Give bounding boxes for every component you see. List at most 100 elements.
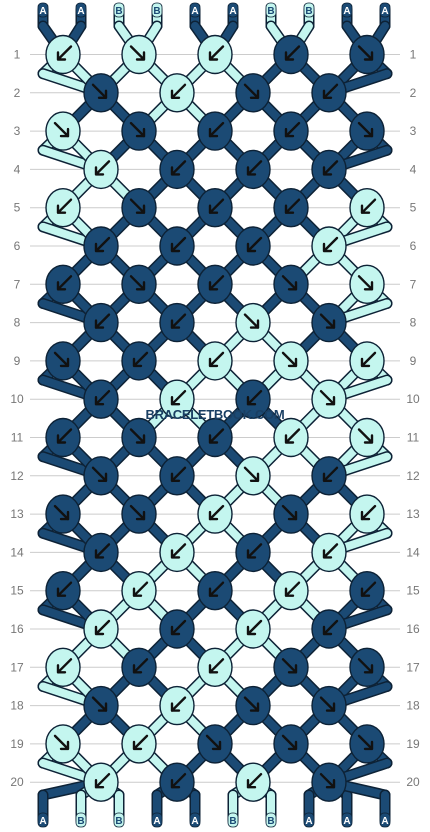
knot [83,532,119,573]
knot-arrow-icon [243,466,260,482]
knot-arrow-icon [357,658,374,674]
row-number-left: 19 [10,737,24,751]
strand-end-cap [75,2,87,18]
strand-end-cap [379,2,391,18]
knot-arrow-icon [243,696,260,712]
row-number-right: 2 [410,86,417,100]
knot [349,34,385,75]
knot-arrow-icon [53,121,70,138]
knot-arrow-icon [170,83,187,100]
knot [311,73,347,113]
knot-arrow-icon [360,198,377,214]
knot [121,187,157,228]
knot [197,341,233,381]
knot-arrow-icon [322,619,339,636]
knot-arrow-icon [284,581,301,597]
knot-arrow-icon [56,275,73,291]
knot [273,571,309,611]
knot-arrow-icon [246,619,263,636]
knot [235,685,271,726]
knot [349,264,385,304]
strand-end-cap [379,812,391,828]
knot-arrow-icon [281,275,298,291]
strand-end-cap [341,2,353,18]
knot-arrow-icon [357,275,374,291]
knot-arrow-icon [53,734,70,751]
strand-end-cap [227,2,239,18]
knot-arrow-icon [129,275,146,291]
knot-arrow-icon [208,428,225,444]
knot [197,494,233,534]
knot-arrow-icon [322,543,339,559]
knot-arrow-icon [132,734,149,751]
knot [83,379,119,419]
knot-arrow-icon [170,543,187,559]
knot [273,647,309,687]
row-number-right: 19 [406,737,420,751]
knot-arrow-icon [284,198,301,214]
row-number-left: 15 [10,584,24,598]
knot [197,187,233,228]
row-number-right: 5 [410,201,417,215]
knot-arrow-icon [357,428,374,444]
knot [273,341,309,381]
knot-arrow-icon [284,121,301,138]
knot-arrow-icon [94,313,111,329]
knot-arrow-icon [132,581,149,597]
knot [349,724,385,764]
knot-arrow-icon [243,83,260,100]
knot [45,187,81,228]
knot [273,34,309,75]
knot-arrow-icon [94,390,111,406]
knot [121,647,157,687]
knot-arrow-icon [53,504,70,521]
strand-letter: A [381,6,388,17]
row-number-left: 2 [14,86,21,100]
strand-letter: A [343,6,350,17]
row-number-left: 9 [14,354,21,368]
knot [235,456,271,496]
knot [83,609,119,649]
knot-arrow-icon [205,734,222,751]
knot-arrow-icon [129,45,146,61]
strand-letter: B [267,6,274,17]
knot [235,73,271,113]
knot [311,532,347,573]
knot-arrow-icon [91,83,108,100]
knot-arrow-icon [360,581,377,597]
strand-letter: B [305,6,312,17]
row-number-left: 12 [10,469,24,483]
knot [197,571,233,611]
knot-arrow-icon [319,773,336,789]
knot [349,341,385,381]
strand-letter: A [191,6,198,17]
knot [121,111,157,151]
knot [121,341,157,381]
row-number-left: 3 [14,124,21,138]
row-number-right: 15 [406,584,420,598]
knot-arrow-icon [208,351,225,368]
knot-arrow-icon [322,466,339,482]
knot [83,685,119,726]
row-number-left: 4 [14,162,21,176]
knot-arrow-icon [94,236,111,253]
knot [311,609,347,649]
knot-arrow-icon [208,275,225,291]
row-number-right: 3 [410,124,417,138]
knot-arrow-icon [170,619,187,636]
knot [349,494,385,534]
knot-arrow-icon [56,198,73,214]
strand-letter: A [39,816,46,827]
knot [311,149,347,190]
knot-arrow-icon [319,696,336,712]
knot [83,302,119,343]
knot-arrow-icon [208,658,225,674]
knot [273,724,309,764]
strand-end-cap [265,812,277,828]
strand-end-cap [75,812,87,828]
knot [121,264,157,304]
row-number-right: 1 [410,48,417,62]
strand-end-cap [303,2,315,18]
knot-arrow-icon [56,581,73,597]
